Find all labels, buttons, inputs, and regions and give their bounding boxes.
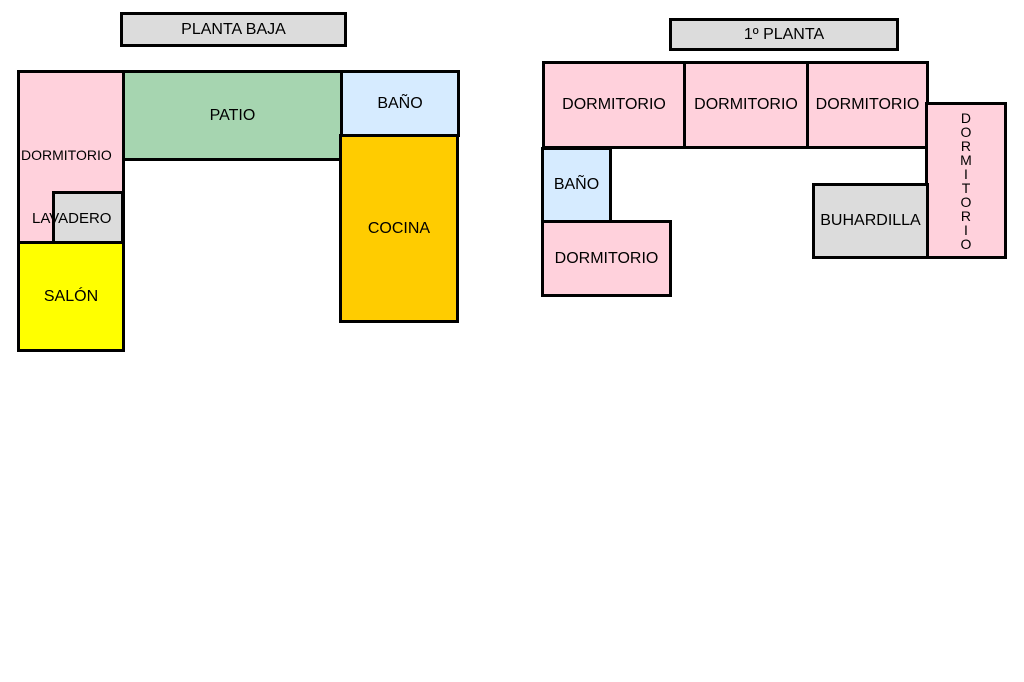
- room-label: SALÓN: [43, 287, 99, 305]
- vertical-letter: O: [960, 193, 972, 210]
- room-bano-first: BAÑO: [541, 147, 612, 223]
- vertical-letter: R: [960, 207, 972, 224]
- room-label: BUHARDILLA: [820, 212, 921, 229]
- room-dormitorio-3: DORMITORIO: [806, 61, 929, 149]
- room-salon: SALÓN: [17, 241, 125, 352]
- vertical-letter: I: [964, 221, 968, 238]
- vertical-letter: I: [964, 165, 968, 182]
- room-label: PATIO: [209, 106, 256, 124]
- vertical-letter: O: [960, 123, 972, 140]
- ground-floor-title-text: PLANTA BAJA: [181, 20, 286, 38]
- room-label: BAÑO: [377, 94, 423, 112]
- vertical-letter: R: [960, 137, 972, 154]
- room-dormitorio-4: DORMITORIO: [541, 220, 672, 297]
- room-cocina: COCINA: [339, 134, 459, 323]
- room-label: DORMITORIO: [554, 249, 659, 267]
- vertical-letter: T: [961, 179, 971, 196]
- room-dormitorio-2: DORMITORIO: [683, 61, 809, 149]
- vertical-letter: M: [960, 151, 972, 168]
- lavadero-label: LAVADERO: [32, 210, 112, 227]
- room-label: DORMITORIO: [815, 96, 920, 113]
- room-label: COCINA: [367, 219, 431, 237]
- first-floor-title: 1º PLANTA: [669, 18, 899, 51]
- room-patio: PATIO: [122, 70, 343, 161]
- room-buhardilla: BUHARDILLA: [812, 183, 929, 259]
- room-bano-ground: BAÑO: [340, 70, 460, 137]
- room-label: DORMITORIO: [21, 147, 112, 163]
- room-label: DORMITORIO: [562, 96, 666, 113]
- ground-floor-title: PLANTA BAJA: [120, 12, 347, 47]
- vertical-letter: D: [960, 109, 972, 126]
- room-label: BAÑO: [553, 176, 600, 193]
- vertical-letter: O: [960, 235, 972, 252]
- room-dormitorio-1: DORMITORIO: [542, 61, 686, 149]
- room-label: DORMITORIO: [694, 96, 798, 113]
- first-floor-title-text: 1º PLANTA: [743, 25, 825, 43]
